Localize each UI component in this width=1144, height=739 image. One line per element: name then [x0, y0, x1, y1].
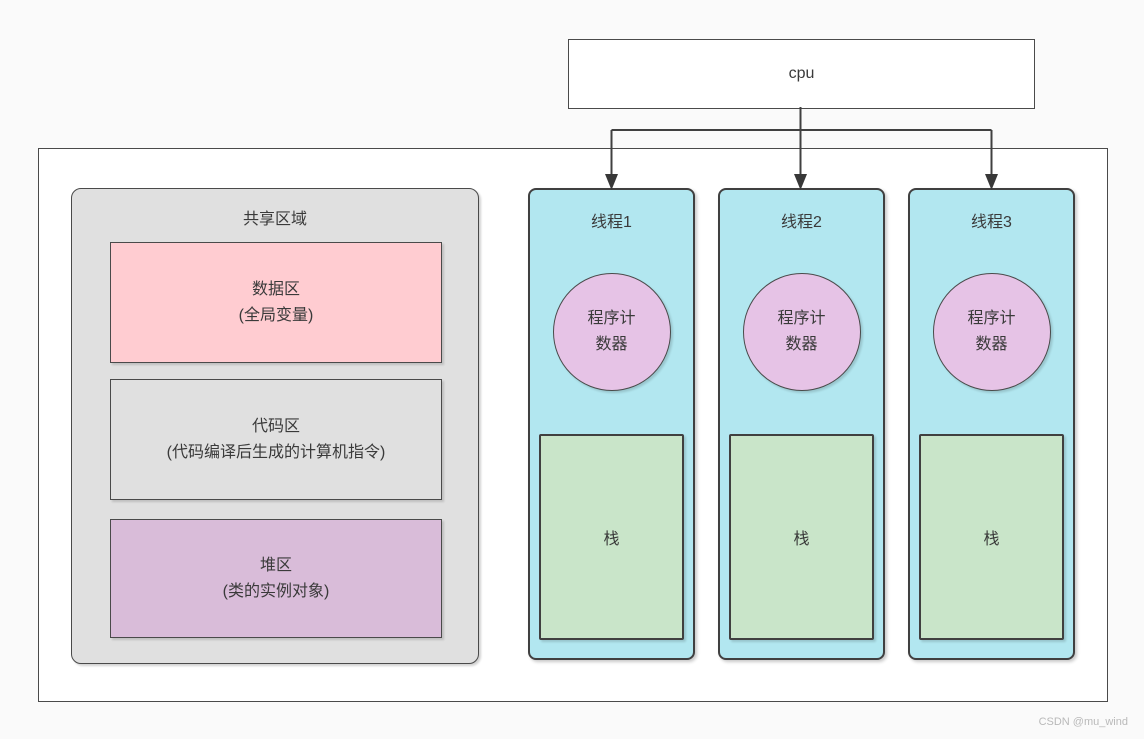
code-area-title: 代码区 — [251, 417, 300, 435]
heap-area-title: 堆区 — [259, 556, 292, 574]
thread-2-title: 线程2 — [781, 214, 822, 231]
thread-1-program-counter-circle: 程序计数器 — [552, 273, 671, 391]
thread-1-program-counter-label: 程序计数器 — [587, 310, 636, 353]
thread-3-stack-label: 栈 — [983, 531, 1000, 548]
thread-3-title: 线程3 — [971, 214, 1012, 231]
heap-area-subtitle: (类的实例对象) — [222, 582, 330, 600]
data-area-title: 数据区 — [251, 280, 300, 298]
thread-2-stack-box: 栈 — [729, 434, 874, 640]
data-area-subtitle: (全局变量) — [238, 306, 314, 324]
thread-2-program-counter-circle: 程序计数器 — [742, 273, 861, 391]
thread-1-stack-label: 栈 — [603, 531, 620, 548]
thread-3-stack-box: 栈 — [919, 434, 1064, 640]
data-area-box: 数据区 (全局变量) — [110, 242, 442, 363]
cpu-box: cpu — [568, 39, 1035, 109]
thread-2-box: 线程2 程序计数器 栈 — [718, 188, 885, 660]
thread-2-program-counter-label: 程序计数器 — [777, 310, 826, 353]
thread-1-stack-box: 栈 — [539, 434, 684, 640]
cpu-label: cpu — [788, 65, 815, 82]
watermark-text: CSDN @mu_wind — [1038, 716, 1128, 728]
thread-1-title: 线程1 — [591, 214, 632, 231]
shared-region-box: 共享区域 数据区 (全局变量) 代码区 (代码编译后生成的计算机指令) 堆区 (… — [71, 188, 479, 664]
thread-1-box: 线程1 程序计数器 栈 — [528, 188, 695, 660]
thread-3-program-counter-circle: 程序计数器 — [932, 273, 1051, 391]
thread-3-box: 线程3 程序计数器 栈 — [908, 188, 1075, 660]
code-area-box: 代码区 (代码编译后生成的计算机指令) — [110, 379, 442, 500]
heap-area-box: 堆区 (类的实例对象) — [110, 519, 442, 638]
thread-2-stack-label: 栈 — [793, 531, 810, 548]
thread-3-program-counter-label: 程序计数器 — [967, 310, 1016, 353]
shared-region-title: 共享区域 — [242, 211, 307, 228]
code-area-subtitle: (代码编译后生成的计算机指令) — [166, 443, 386, 461]
